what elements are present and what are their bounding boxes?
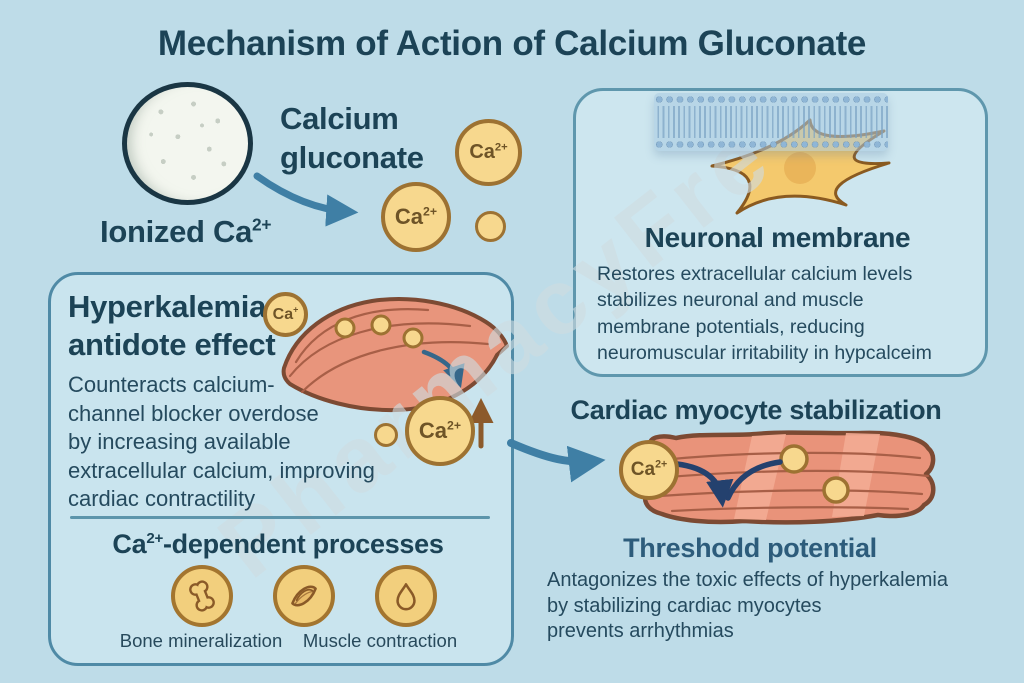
phospholipid-tails xyxy=(654,106,888,138)
dependent-processes-title: Ca2+-dependent processes xyxy=(112,529,444,559)
body-line: by increasing available xyxy=(68,429,291,454)
calcium-ion-badge: Ca2+ xyxy=(405,396,475,466)
body-line: membrane potentials, reducing xyxy=(597,315,865,338)
ionized-sup: 2+ xyxy=(252,214,272,235)
lipid-bilayer-illustration xyxy=(654,93,888,151)
calcium-plus-badge: Ca+ xyxy=(263,292,308,337)
hyperkalemia-body: Counteracts calcium- channel blocker ove… xyxy=(68,371,375,514)
body-line: cardiac contractility xyxy=(68,486,256,511)
ca-ion-label: Ca2+ xyxy=(469,141,508,163)
bone-icon xyxy=(171,565,233,627)
droplet-glyph xyxy=(396,583,416,611)
body-line: Antagonizes the toxic effects of hyperka… xyxy=(547,569,948,591)
calcium-gluconate-tablet-illustration xyxy=(122,82,253,205)
cardiac-myocyte-illustration xyxy=(638,430,936,525)
body-line: Restores extracellular calcium levels xyxy=(597,263,913,285)
muscle-glyph xyxy=(291,585,317,607)
hyperkalemia-title-line2: antidote effect xyxy=(68,327,276,362)
calcium-dot xyxy=(822,476,850,504)
muscle-icon xyxy=(273,565,335,627)
calcium-dot xyxy=(779,444,809,474)
tablet-caption: Calcium gluconate xyxy=(280,99,424,177)
hyperkalemia-title-line1: Hyperkalemia xyxy=(68,289,267,324)
page-title: Mechanism of Action of Calcium Gluconate xyxy=(157,24,867,63)
body-line: channel blocker overdose xyxy=(68,400,319,426)
ionized-calcium-label: Ionized Ca2+ xyxy=(100,214,272,250)
body-line: neuromuscular irritability in hypcalceim xyxy=(597,341,932,364)
muscle-contraction-label: Muscle contraction xyxy=(302,630,458,651)
calcium-dot xyxy=(370,314,392,336)
ionized-base: Ionized Ca xyxy=(100,214,253,249)
ca-ion-label: Ca2+ xyxy=(630,458,668,480)
calcium-dot xyxy=(402,327,424,349)
calcium-ion-badge: Ca2+ xyxy=(455,119,522,186)
intercalated-disc xyxy=(734,434,786,520)
calcium-ion-badge: Ca2+ xyxy=(381,182,451,252)
calcium-dot xyxy=(334,317,356,339)
hyperkalemia-title: Hyperkalemia antidote effect xyxy=(68,288,276,364)
calcium-ion-badge: Ca2+ xyxy=(619,440,679,500)
body-line: stabilizes neuronal and muscle xyxy=(597,289,864,312)
bone-mineralization-label: Bone mineralization xyxy=(119,630,283,651)
bone-glyph xyxy=(189,580,215,612)
body-line: prevents arrhythmias xyxy=(547,620,734,642)
droplet-icon xyxy=(375,565,437,627)
tablet-caption-line2: gluconate xyxy=(280,140,424,175)
threshold-potential-title: Threshodd potential xyxy=(623,533,877,563)
phospholipid-heads-top xyxy=(654,93,888,106)
neuron-nucleus xyxy=(784,152,816,184)
neuronal-membrane-title: Neuronal membrane xyxy=(644,222,911,253)
body-line: by stabilizing cardiac myocytes xyxy=(547,594,822,617)
panel-divider xyxy=(70,516,490,519)
ca-plus-label: Ca+ xyxy=(272,304,299,323)
ca-ion-label: Ca2+ xyxy=(394,204,438,229)
tablet-caption-line1: Calcium xyxy=(280,101,399,136)
phospholipid-heads-bottom xyxy=(654,138,888,151)
cardiac-stabilization-title: Cardiac myocyte stabilization xyxy=(570,395,942,425)
threshold-arrow xyxy=(674,461,734,508)
body-line: extracellular calcium, improving xyxy=(68,457,375,483)
ca-ion-label: Ca2+ xyxy=(418,418,462,443)
body-line: Counteracts calcium- xyxy=(68,372,275,397)
calcium-ion-dot xyxy=(374,423,398,447)
release-arrow xyxy=(421,349,465,388)
threshold-body: Antagonizes the toxic effects of hyperka… xyxy=(547,568,948,645)
calcium-ion-dot xyxy=(475,211,506,242)
neuronal-membrane-body: Restores extracellular calcium levels st… xyxy=(597,261,932,366)
dissociation-arrow xyxy=(253,172,359,227)
flow-arrow xyxy=(507,439,606,483)
